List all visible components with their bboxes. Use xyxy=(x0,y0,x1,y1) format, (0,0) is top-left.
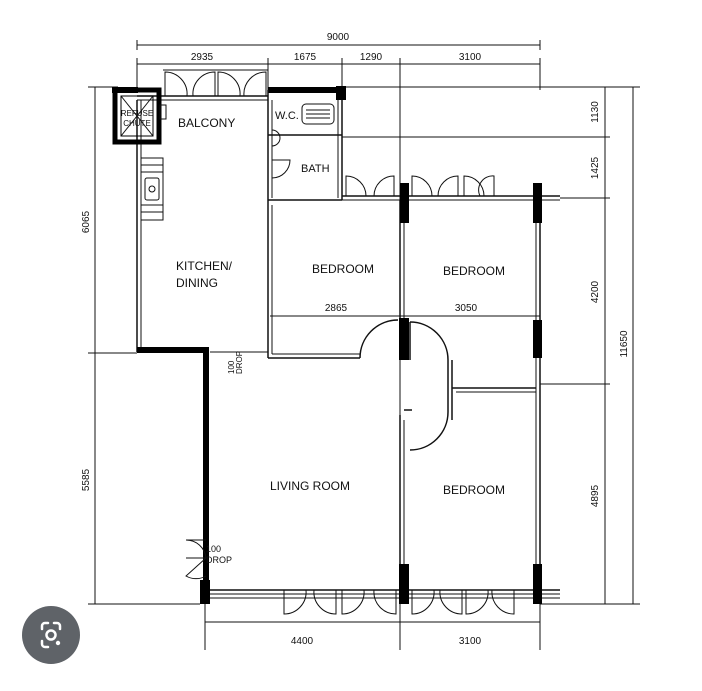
room-label-living: LIVING ROOM xyxy=(270,479,350,493)
dimension-right: 1130 1425 4200 4895 11650 xyxy=(342,86,640,605)
dim-bottom-2: 3100 xyxy=(459,636,482,647)
dim-left-1: 6065 xyxy=(81,210,92,233)
dim-top-2: 1675 xyxy=(294,52,317,63)
balcony-door xyxy=(163,69,268,97)
room-labels: BALCONY W.C. BATH KITCHEN/ DINING BEDROO… xyxy=(176,110,505,497)
entrance-door xyxy=(185,539,207,580)
room-label-kitchen-2: DINING xyxy=(176,276,218,290)
room-label-kitchen-1: KITCHEN/ xyxy=(176,259,233,273)
interior-doors xyxy=(359,319,449,451)
drop-lower-label: DROP xyxy=(206,555,232,565)
dim-mid-1: 2865 xyxy=(325,303,348,314)
kitchen-counter xyxy=(140,104,167,221)
dim-right-total: 11650 xyxy=(619,330,630,358)
dim-mid-2: 3050 xyxy=(455,303,478,314)
dim-right-1: 1130 xyxy=(590,101,601,123)
dim-right-4: 4895 xyxy=(590,484,601,507)
room-label-balcony: BALCONY xyxy=(178,116,235,130)
dimension-middle: 2865 3050 xyxy=(270,303,540,317)
refuse-label-2: CHUTE xyxy=(123,119,151,128)
wc-fixtures xyxy=(271,103,335,179)
google-lens-icon[interactable] xyxy=(22,606,80,664)
drop-upper-label: DROP xyxy=(235,351,244,374)
room-label-bedroom-3: BEDROOM xyxy=(443,483,505,497)
dim-bottom-1: 4400 xyxy=(291,636,314,647)
dim-top-total: 9000 xyxy=(327,32,350,43)
bedroom-windows-top xyxy=(345,175,495,197)
dim-left-2: 5585 xyxy=(81,468,92,491)
dimension-bottom: 4400 3100 xyxy=(204,604,541,650)
dim-top-3: 1290 xyxy=(360,52,383,63)
dim-top-4: 3100 xyxy=(459,52,482,63)
dim-right-2: 1425 xyxy=(590,156,601,179)
living-windows-bottom xyxy=(283,589,515,615)
drop-labels: 100 DROP 100 DROP xyxy=(206,351,268,565)
dim-right-3: 4200 xyxy=(590,280,601,303)
drop-upper-value: 100 xyxy=(227,360,236,374)
refuse-label-1: REFUSE xyxy=(121,109,153,118)
drop-lower-value: 100 xyxy=(206,544,221,554)
walls xyxy=(136,87,560,604)
room-label-bedroom-2: BEDROOM xyxy=(443,264,505,278)
refuse-chute: REFUSE CHUTE xyxy=(112,87,162,145)
dim-top-1: 2935 xyxy=(191,52,214,63)
room-label-bedroom-1: BEDROOM xyxy=(312,262,374,276)
room-label-wc: W.C. xyxy=(275,110,299,122)
dimension-left: 6065 5585 xyxy=(81,86,200,605)
room-label-bath: BATH xyxy=(301,163,330,175)
